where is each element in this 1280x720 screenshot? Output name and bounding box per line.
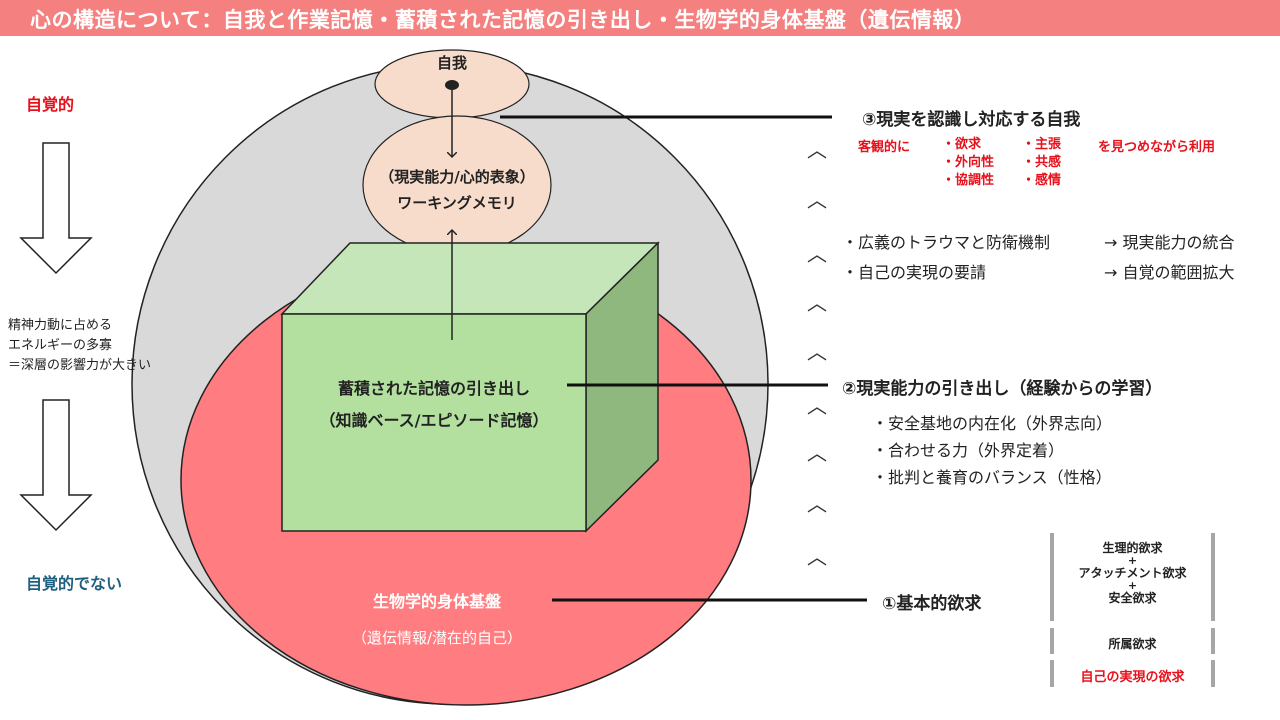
unconscious-label: 自覚的でない — [26, 574, 123, 593]
up-caret-icon: ︿ — [807, 291, 827, 315]
level3-col1: ・欲求 ・外向性 ・協調性 — [942, 136, 994, 190]
bio-base-label: 生物学的身体基盤 — [372, 592, 501, 611]
trait-agreeableness: ・協調性 — [942, 173, 995, 188]
ego-label: 自我 — [436, 54, 467, 72]
needs-bar-right-2 — [1211, 628, 1215, 654]
safety-need: 安全欲求 — [1108, 591, 1157, 605]
needs-group-1: 生理的欲求 + アタッチメント欲求 + 安全欲求 — [1054, 541, 1211, 605]
level3-col2: ・主張 ・共感 ・感情 — [1022, 136, 1061, 190]
up-caret-icon: ︿ — [807, 188, 827, 212]
level2-item: ・安全基地の内在化（外界志向） — [872, 414, 1113, 433]
trait-assertion: ・主張 — [1022, 137, 1062, 152]
page-title: 心の構造について：自我と作業記憶・蓄積された記憶の引き出し・生物学的身体基盤（遺… — [30, 8, 976, 32]
energy-note-line-2: エネルギーの多寡 — [8, 338, 113, 353]
needs-bar-left-2 — [1050, 628, 1054, 654]
trait-empathy: ・共感 — [1022, 155, 1062, 170]
level2-items: ・安全基地の内在化（外界志向） ・合わせる力（外界定着） ・批判と養育のバランス… — [872, 410, 1112, 491]
up-caret-icon: ︿ — [807, 340, 827, 364]
physiological-need: 生理的欲求 — [1102, 541, 1163, 555]
cube-front — [281, 313, 587, 532]
energy-note: 精神力動に占める エネルギーの多寡 ＝深層の影響力が大きい — [8, 316, 151, 376]
needs-bar-left-1 — [1050, 533, 1054, 621]
trait-desire: ・欲求 — [942, 137, 982, 152]
trait-extraversion: ・外向性 — [942, 155, 995, 170]
needs-bar-right-1 — [1211, 533, 1215, 621]
ego-dot — [445, 80, 459, 90]
up-caret-icon: ︿ — [807, 441, 827, 465]
level2-title: ②現実能力の引き出し（経験からの学習） — [842, 379, 1163, 399]
integration-item-1-right: → 現実能力の統合 — [1104, 233, 1235, 252]
stored-memory-line-1: 蓄積された記憶の引き出し — [337, 379, 530, 398]
integration-item-2-right: → 自覚の範囲拡大 — [1104, 263, 1235, 282]
title-bar — [0, 0, 1280, 36]
working-memory-line-2: ワーキングメモリ — [397, 194, 517, 212]
working-memory-line-1: （現実能力/心的表象） — [379, 168, 535, 186]
stored-memory-line-2: （知識ベース/エピソード記憶） — [319, 411, 549, 430]
belonging-need: 所属欲求 — [1108, 637, 1157, 651]
needs-bar-left-3 — [1050, 660, 1054, 687]
needs-bar-right-3 — [1211, 660, 1215, 687]
level2-item: ・合わせる力（外界定着） — [872, 441, 1065, 460]
up-caret-icon: ︿ — [807, 138, 827, 162]
integration-item-2-left: ・自己の実現の要請 — [842, 263, 987, 282]
stored-memory-label: 蓄積された記憶の引き出し （知識ベース/エピソード記憶） — [282, 373, 586, 437]
attachment-need: アタッチメント欲求 — [1078, 566, 1187, 580]
trait-emotion: ・感情 — [1022, 173, 1062, 188]
plus-sign: + — [1127, 579, 1138, 592]
level3-title: ③現実を認識し対応する自我 — [862, 110, 1081, 130]
down-arrow-bottom — [19, 399, 93, 532]
level3-tail: を見つめながら利用 — [1098, 140, 1216, 155]
self-actualization-need: 自己の実現の欲求 — [1080, 670, 1185, 685]
up-caret-icon: ︿ — [807, 394, 827, 418]
working-memory-label: （現実能力/心的表象） ワーキングメモリ — [357, 164, 557, 216]
bio-base-sublabel: （遺伝情報/潜在的自己） — [351, 629, 523, 647]
down-arrow-top — [19, 142, 93, 275]
up-caret-icon: ︿ — [807, 242, 827, 266]
level1-title: ①基本的欲求 — [882, 594, 982, 614]
energy-note-line-1: 精神力動に占める — [8, 318, 113, 333]
plus-sign: + — [1127, 554, 1138, 567]
up-caret-icon: ︿ — [807, 545, 827, 569]
level2-item: ・批判と養育のバランス（性格） — [872, 468, 1112, 487]
up-caret-icon: ︿ — [807, 492, 827, 516]
integration-item-1-left: ・広義のトラウマと防衛機制 — [842, 233, 1051, 252]
level3-objective: 客観的に — [858, 140, 911, 155]
energy-note-line-3: ＝深層の影響力が大きい — [8, 358, 152, 373]
conscious-label: 自覚的 — [26, 95, 75, 114]
